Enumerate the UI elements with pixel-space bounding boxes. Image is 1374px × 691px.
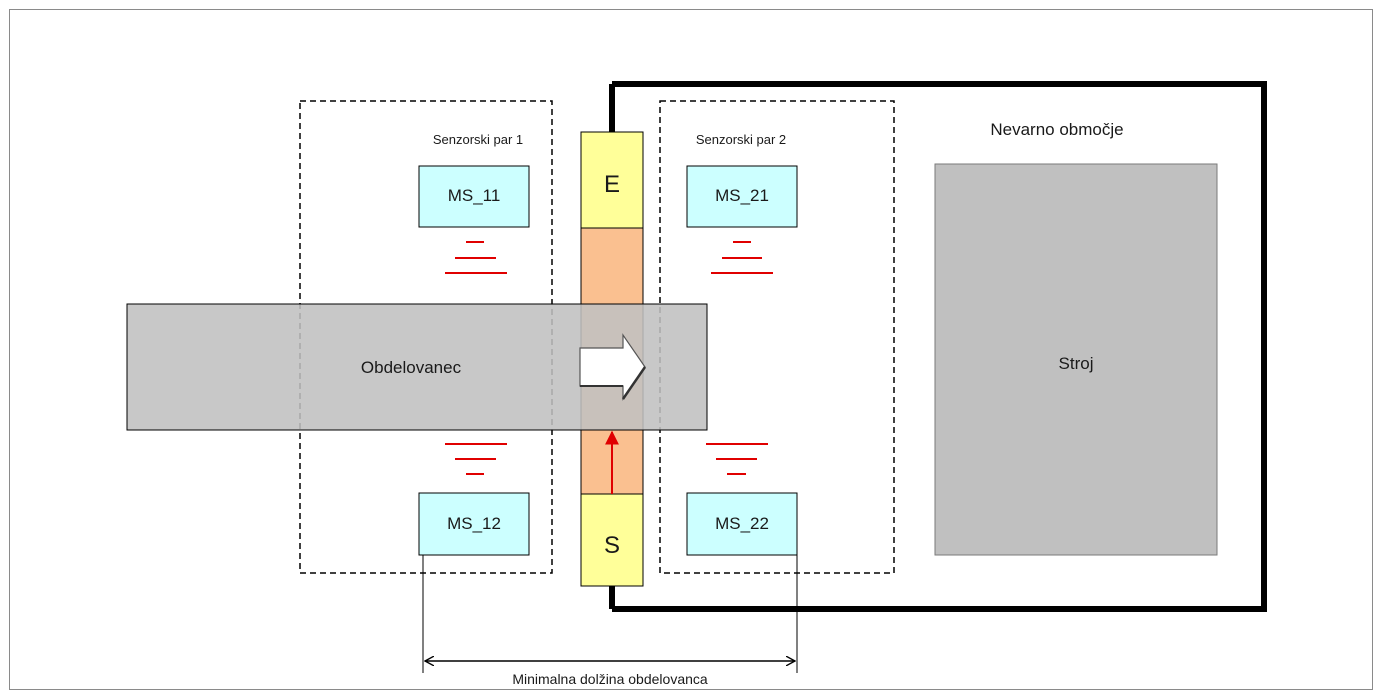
workpiece-label: Obdelovanec: [361, 358, 462, 377]
machine-label: Stroj: [1059, 354, 1094, 373]
sensor-ms11: [418, 165, 530, 228]
sensor-ms21-label: MS_21: [715, 186, 769, 205]
hazard-zone-label: Nevarno območje: [990, 120, 1123, 139]
sensor-ms12: [418, 492, 530, 556]
sensor-ms22: [686, 492, 798, 556]
min-length-label: Minimalna dolžina obdelovanca: [512, 671, 708, 687]
light-curtain-emitter: [580, 131, 644, 229]
beam-lines-ms22: [706, 443, 768, 475]
sensor-ms11-label: MS_11: [448, 186, 501, 205]
light-curtain-sender: [580, 493, 644, 587]
sensor-ms21: [686, 165, 798, 228]
sender-label: S: [604, 532, 620, 559]
sensor-pair-1-label: Senzorski par 1: [433, 132, 523, 147]
beam-lines-ms11: [445, 241, 507, 274]
sensor-ms12-label: MS_12: [447, 514, 501, 533]
emitter-label: E: [604, 171, 620, 198]
sensor-pair-2-label: Senzorski par 2: [696, 132, 786, 147]
machine-block: [934, 163, 1218, 556]
beam-lines-ms12: [445, 443, 507, 475]
beam-lines-ms21: [711, 241, 773, 274]
hazard-zone-border: [612, 81, 1267, 612]
sensor-ms22-label: MS_22: [715, 514, 769, 533]
